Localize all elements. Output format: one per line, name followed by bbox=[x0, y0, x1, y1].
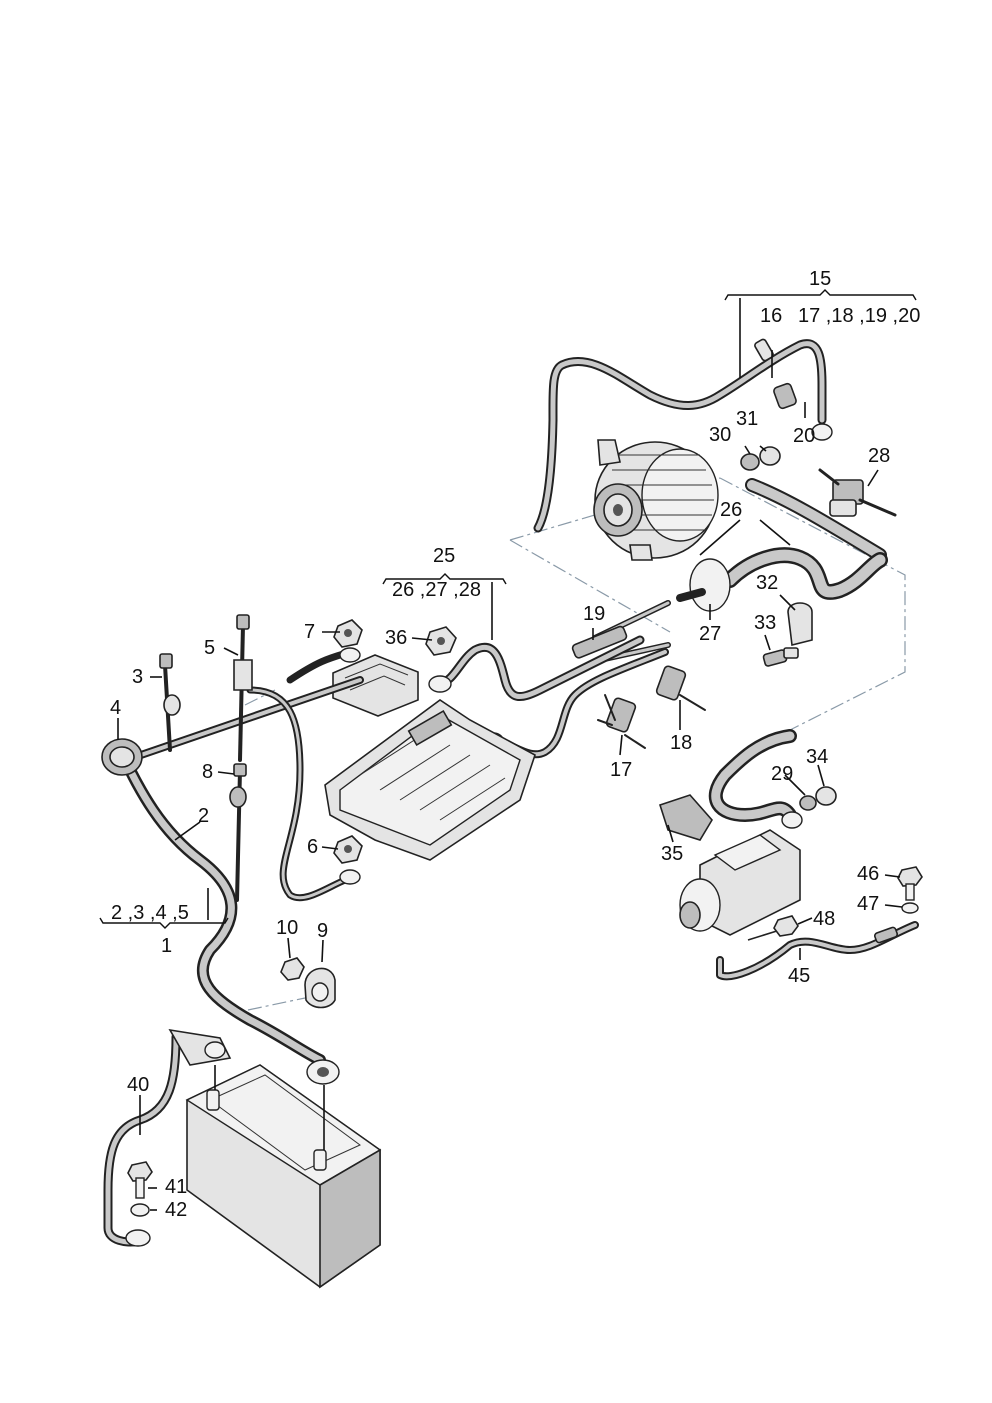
callout-2: 2 bbox=[198, 805, 209, 827]
connector-28 bbox=[818, 468, 897, 517]
battery bbox=[185, 1064, 382, 1289]
callout-17-20: 17 ,18 ,19 ,20 bbox=[798, 305, 920, 327]
callout-3: 3 bbox=[132, 666, 143, 688]
callout-28: 28 bbox=[868, 445, 890, 467]
callout-26-28: 26 ,27 ,28 bbox=[392, 579, 481, 601]
callout-30: 30 bbox=[709, 424, 731, 446]
callout-31: 31 bbox=[736, 408, 758, 430]
callout-9: 9 bbox=[317, 920, 328, 942]
callout-25: 25 bbox=[433, 545, 455, 567]
battery-positive-harness bbox=[101, 647, 364, 1085]
callout-18: 18 bbox=[670, 732, 692, 754]
callout-15: 15 bbox=[809, 268, 831, 290]
callout-45: 45 bbox=[788, 965, 810, 987]
callout-34: 34 bbox=[806, 746, 828, 768]
callout-10: 10 bbox=[276, 917, 298, 939]
bolt-48 bbox=[747, 915, 799, 941]
alternator-nuts bbox=[740, 446, 781, 471]
nut-36 bbox=[425, 626, 457, 656]
callout-36: 36 bbox=[385, 627, 407, 649]
clip-9-nut-10 bbox=[280, 957, 336, 1009]
callout-7: 7 bbox=[304, 621, 315, 643]
callout-47: 47 bbox=[857, 893, 879, 915]
nut-7 bbox=[333, 619, 363, 648]
callout-46: 46 bbox=[857, 863, 879, 885]
starter-cable-lower bbox=[708, 729, 803, 829]
callout-6: 6 bbox=[307, 836, 318, 858]
ground-strap-45 bbox=[716, 921, 919, 981]
nut-6 bbox=[333, 835, 363, 864]
leader-lines bbox=[99, 289, 917, 1211]
callout-1: 1 bbox=[161, 935, 172, 957]
callout-33: 33 bbox=[754, 612, 776, 634]
callout-19: 19 bbox=[583, 603, 605, 625]
callout-2345: 2 ,3 ,4 ,5 bbox=[111, 902, 189, 924]
starter-cable bbox=[533, 338, 833, 533]
bracket-35 bbox=[658, 794, 713, 841]
fuse-box bbox=[324, 654, 536, 861]
sensor-parts bbox=[597, 665, 706, 749]
cable-ties bbox=[159, 614, 253, 902]
bolt-41-washer-42 bbox=[127, 1161, 153, 1217]
callout-5: 5 bbox=[204, 637, 215, 659]
callout-17: 17 bbox=[610, 759, 632, 781]
callout-40: 40 bbox=[127, 1074, 149, 1096]
callout-32: 32 bbox=[756, 572, 778, 594]
callout-26: 26 bbox=[720, 499, 742, 521]
callout-16: 16 bbox=[760, 305, 782, 327]
callout-8: 8 bbox=[202, 761, 213, 783]
callout-27: 27 bbox=[699, 623, 721, 645]
callout-35: 35 bbox=[661, 843, 683, 865]
callout-41: 41 bbox=[165, 1176, 187, 1198]
callout-4: 4 bbox=[110, 697, 121, 719]
callout-42: 42 bbox=[165, 1199, 187, 1221]
callout-20: 20 bbox=[793, 425, 815, 447]
corrugated-conduit bbox=[592, 478, 888, 663]
bolt-46-washer-47 bbox=[897, 866, 923, 914]
alternator bbox=[593, 439, 719, 561]
callout-48: 48 bbox=[813, 908, 835, 930]
callout-29: 29 bbox=[771, 763, 793, 785]
nuts-29-34 bbox=[799, 786, 837, 811]
clip-32-bolt-33 bbox=[762, 602, 813, 667]
starter-motor bbox=[679, 829, 801, 936]
ground-strap-40 bbox=[103, 1028, 232, 1247]
callout-labels: 15 16 17 ,18 ,19 ,20 20 31 30 28 26 32 2… bbox=[110, 268, 920, 1221]
